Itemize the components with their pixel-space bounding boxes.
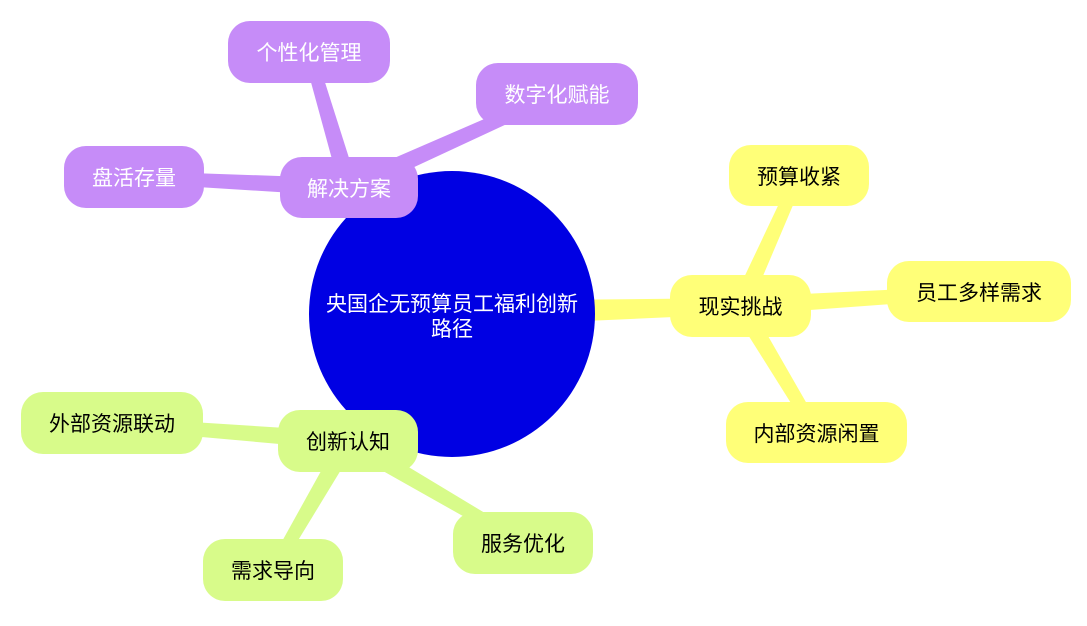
node-external-resource-linkage-label: 外部资源联动 bbox=[49, 412, 175, 436]
node-demand-oriented-label: 需求导向 bbox=[231, 559, 315, 583]
node-digital-empowerment: 数字化赋能 bbox=[476, 63, 638, 125]
branch-innovative-cognition: 创新认知 bbox=[278, 410, 418, 472]
node-external-resource-linkage: 外部资源联动 bbox=[21, 392, 203, 454]
central-topic: 央国企无预算员工福利创新路径 bbox=[309, 171, 595, 457]
node-diverse-employee-needs-label: 员工多样需求 bbox=[916, 280, 1042, 305]
node-revitalize-existing-assets: 盘活存量 bbox=[64, 146, 204, 208]
node-idle-internal-resources-label: 内部资源闲置 bbox=[753, 421, 880, 446]
node-service-optimization-label: 服务优化 bbox=[481, 532, 565, 556]
node-budget-tightening: 预算收紧 bbox=[729, 145, 869, 206]
branch-solutions: 解决方案 bbox=[280, 157, 418, 218]
node-budget-tightening-label: 预算收紧 bbox=[757, 164, 841, 189]
edge-branch-solutions-to-node-personalized-management bbox=[303, 50, 358, 190]
branch-innovative-cognition-label: 创新认知 bbox=[306, 430, 390, 454]
branch-solutions-label: 解决方案 bbox=[307, 176, 391, 201]
branch-real-challenges: 现实挑战 bbox=[670, 275, 811, 337]
node-personalized-management-label: 个性化管理 bbox=[256, 41, 362, 65]
node-demand-oriented: 需求导向 bbox=[203, 539, 343, 601]
node-revitalize-existing-assets-label: 盘活存量 bbox=[92, 166, 176, 190]
node-service-optimization: 服务优化 bbox=[453, 512, 593, 574]
central-topic-label: 央国企无预算员工福利创新路径 bbox=[326, 292, 578, 341]
node-idle-internal-resources: 内部资源闲置 bbox=[726, 402, 907, 463]
node-digital-empowerment-label: 数字化赋能 bbox=[504, 83, 610, 107]
node-diverse-employee-needs: 员工多样需求 bbox=[887, 261, 1071, 322]
branch-real-challenges-label: 现实挑战 bbox=[698, 295, 783, 319]
node-personalized-management: 个性化管理 bbox=[228, 21, 390, 83]
